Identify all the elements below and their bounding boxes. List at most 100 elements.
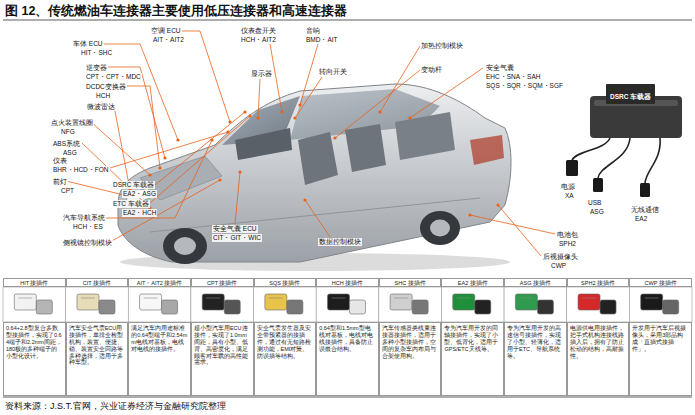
table-cell: 开发用于汽车后视摄像头，采用3部品构成「直插式接插件」。	[629, 322, 692, 396]
drawing-polyline	[102, 44, 178, 140]
callout-label: HCH・ES	[72, 223, 104, 231]
drawing-circle	[176, 138, 179, 141]
callout-label: EA2	[634, 215, 648, 223]
table-header: CPT 接插件	[191, 278, 254, 287]
callout-label: AIT・AIT2	[152, 36, 185, 44]
drawing-path	[395, 112, 455, 160]
drawing-rect	[515, 294, 537, 310]
drawing-rect	[504, 287, 567, 322]
callout-label: DSRC 车载器	[112, 181, 155, 189]
drawing-rect	[629, 287, 692, 322]
drawing-polyline	[124, 86, 160, 168]
table-header: EA2 接插件	[441, 278, 504, 287]
callout-label: 电源	[560, 183, 576, 191]
drawing-line	[269, 298, 283, 299]
figure-title: 图 12、传统燃油车连接器主要使用低压连接器和高速连接器	[5, 3, 347, 20]
table-header: SPH2 接插件	[567, 278, 630, 287]
source-rule	[3, 397, 692, 398]
table-cell: 电源供电用接插件，把手式机构连接线路插入后，拥有了防止松动的结构，高耐振性。	[567, 322, 630, 396]
table-cell: 0.64型和1.5mm型电线对基板，电线对电线接插件，具备防止误嵌合结构。	[316, 322, 379, 396]
table-header: HIT 接插件	[3, 278, 66, 287]
drawing-rect	[566, 160, 578, 176]
drawing-path	[345, 124, 386, 172]
drawing-circle	[496, 203, 499, 206]
drawing-rect	[453, 294, 475, 310]
table-header: AIT・AIT2 接插件	[128, 278, 191, 287]
drawing-rect	[191, 287, 254, 322]
drawing-polyline	[235, 172, 240, 224]
table-cell: 超小型汽车用ECU连接件，实现了1.0mm间距，具有小型、低背、高密度化，满足顾…	[191, 322, 254, 396]
callout-label: CIT・GIT・WIC	[212, 234, 262, 242]
drawing-circle	[333, 136, 336, 139]
drawing-line	[457, 298, 471, 299]
drawing-rect	[328, 294, 350, 310]
callout-label: EHC・SNA・SAH	[485, 73, 541, 81]
callout-label: ABS系统	[52, 140, 81, 148]
drawing-polyline	[335, 70, 420, 138]
drawing-polyline	[305, 200, 330, 237]
drawing-circle	[408, 116, 411, 119]
callout-label: 仪表盘开关	[240, 27, 277, 35]
callout-label: 安全气囊	[485, 64, 515, 72]
callout-label: 车体 ECU	[72, 40, 104, 48]
drawing-rect	[77, 294, 99, 310]
callout-label: 显示器	[250, 70, 273, 78]
drawing-polyline	[180, 31, 230, 122]
drawing-rect	[537, 300, 553, 314]
drawing-path	[645, 138, 660, 183]
drawing-rect	[202, 294, 224, 310]
drawing-circle	[158, 166, 161, 169]
drawing-rect	[3, 287, 66, 322]
drawing-line	[332, 298, 346, 299]
callout-label: ASG	[589, 208, 605, 216]
callout-label: CPT・CPT・MDC	[85, 73, 142, 81]
drawing-polyline	[410, 68, 483, 118]
drawing-path	[235, 128, 292, 160]
drawing-rect	[390, 294, 412, 310]
drawing-rect	[640, 183, 650, 197]
table-cell: 0.64+2.8型复合多数型接插件，实现了0.64端子和2.2mm间距，180极…	[3, 322, 66, 396]
car-illustration	[118, 84, 511, 271]
table-cell: 安全气囊发生器及安全带预紧器的接插件，通过有无短路检测功能，EMI对策、防误插等…	[254, 322, 317, 396]
callout-label: BMD・AIT	[305, 36, 339, 44]
callout-label: 侧视镜控制模块	[62, 239, 113, 247]
callout-label: ETC 车载器	[112, 200, 150, 208]
drawing-line	[18, 298, 32, 299]
drawing-rect	[567, 287, 630, 322]
drawing-polyline	[270, 44, 282, 112]
connector-photos	[3, 287, 692, 322]
callout-label: 点火装置线圈	[50, 119, 94, 127]
callout-label: 仪表	[52, 157, 68, 165]
callout-label: 加热控制模块	[420, 42, 464, 50]
callout-label: CWP	[550, 262, 567, 270]
drawing-line	[394, 298, 408, 299]
callout-label: 微波雷达	[86, 103, 116, 111]
callout-label: SPH2	[558, 240, 577, 248]
callout-label: 空调 ECU	[150, 27, 182, 35]
drawing-ellipse	[430, 220, 450, 237]
drawing-rect	[475, 300, 491, 314]
callout-label: 转向开关	[318, 68, 348, 76]
device-label-bar: DSRC 车载器	[606, 84, 655, 104]
callout-label: EA2・ASG	[122, 190, 157, 198]
table-header: SQS 接插件	[254, 278, 317, 287]
callout-label: 汽车导航系统	[62, 214, 106, 222]
drawing-line	[206, 298, 220, 299]
drawing-polyline	[150, 116, 250, 203]
drawing-circle	[303, 198, 306, 201]
table-cell: 汽车传感器类线束连接器接插件，适用于多种小型接插件，空间的复杂车内布局与合架使用…	[379, 322, 442, 396]
drawing-polyline	[110, 180, 220, 242]
drawing-rect	[66, 287, 129, 322]
device-label: DSRC 车载器	[610, 93, 651, 100]
drawing-circle	[468, 213, 471, 216]
callout-label: 电池包	[556, 231, 579, 239]
callout-label: 前灯	[52, 178, 68, 186]
table-cell: 汽车安全气囊ECU用接插件，单排全检型机构，装置、便捷、稳、装置安全回路等多种选…	[66, 322, 129, 396]
drawing-circle	[163, 156, 166, 159]
drawing-polyline	[258, 79, 260, 118]
callout-label: 后视摄像头	[542, 253, 579, 261]
source-caption: 资料来源：J.S.T.官网，兴业证券经济与金融研究院整理	[5, 400, 226, 413]
drawing-polyline	[155, 112, 245, 185]
drawing-rect	[663, 300, 679, 314]
callout-label: 音响	[305, 27, 321, 35]
